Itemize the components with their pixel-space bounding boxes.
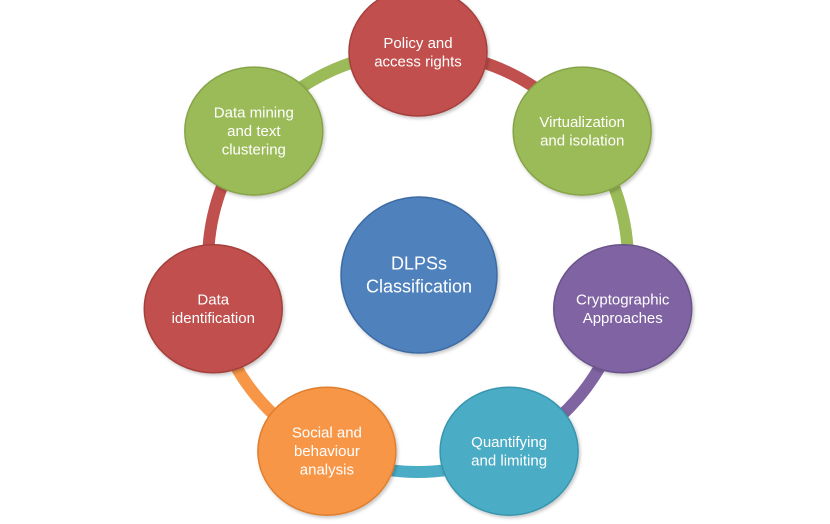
node-label-line: Data mining (214, 105, 294, 122)
node-label-line: behaviour (294, 443, 360, 460)
node-cryptographic-circle (552, 243, 693, 374)
connector-identification-to-mining (202, 183, 229, 247)
node-label-line: access rights (374, 53, 462, 70)
node-mining-circle (184, 66, 324, 196)
node-label-line: Policy and (383, 35, 452, 52)
center-circle (340, 196, 498, 354)
node-identification-circle (143, 243, 284, 374)
connector-cryptographic-to-quantifying (556, 364, 605, 421)
node-quantifying-circle (439, 386, 579, 516)
node-social-circle (257, 386, 397, 516)
node-label-line: Quantifying (471, 434, 547, 451)
center-label-line: Classification (366, 277, 472, 297)
connector-mining-to-policy (296, 55, 358, 94)
node-label-line: and limiting (471, 452, 547, 469)
node-label-line: clustering (222, 142, 286, 159)
node-label-line: Virtualization (539, 114, 625, 131)
node-virtualization-circle (512, 66, 652, 196)
center-label-line: DLPSs (391, 254, 447, 274)
node-label-line: Cryptographic (576, 291, 670, 308)
connector-quantifying-to-social (385, 463, 451, 478)
connector-social-to-identification (231, 364, 280, 421)
node-label-line: Approaches (583, 310, 663, 327)
node-policy-circle (348, 0, 488, 117)
node-label-line: analysis (300, 462, 354, 479)
node-label-line: identification (172, 310, 255, 327)
connector-policy-to-virtualization (478, 55, 540, 94)
node-label-line: and text (227, 123, 281, 140)
node-label-line: Data (197, 291, 229, 308)
node-identification: Data identification (143, 243, 284, 374)
node-label: Data identification (172, 291, 255, 327)
node-label-line: and isolation (540, 132, 624, 149)
node-label-line: Social and (292, 425, 362, 442)
connector-virtualization-to-cryptographic (607, 183, 634, 247)
